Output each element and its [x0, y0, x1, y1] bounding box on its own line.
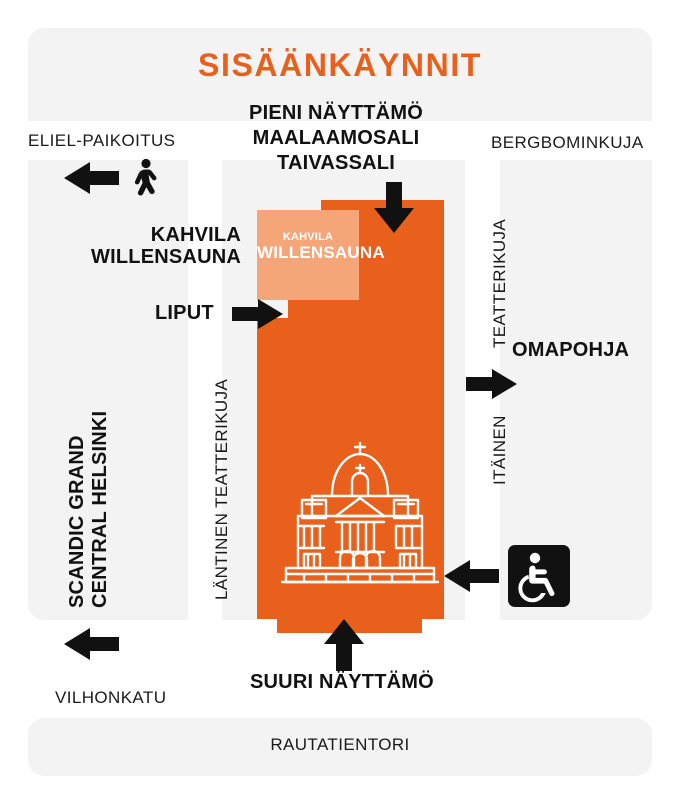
pedestrian-icon [130, 158, 160, 207]
block-top-header [28, 28, 652, 121]
theatre-building-footprint: KAHVILA WILLENSAUNA [222, 200, 444, 650]
arrow-main-stage-entrance [322, 618, 366, 672]
block-northeast [500, 160, 652, 620]
venue-pieni-nayttamo: PIENI NÄYTTÄMÖ [249, 102, 423, 124]
wheelchair-accessible-icon [508, 545, 570, 607]
label-itainen: ITÄINEN [490, 415, 509, 485]
label-teatterikuja-east: TEATTERIKUJA [490, 218, 509, 348]
label-rautatientori: RAUTATIENTORI [270, 735, 410, 754]
cafe-label-line-2: WILLENSAUNA [91, 246, 241, 269]
cafe-inset-line-1: KAHVILA [282, 231, 334, 243]
label-eliel-paikoitus: ELIEL-PAIKOITUS [28, 131, 176, 150]
arrow-small-stage-entrance [372, 182, 416, 234]
label-lantinen-teatterikuja: LÄNTINEN TEATTERIKUJA [212, 378, 231, 600]
arrow-vilhonkatu [64, 626, 120, 662]
venue-taivassali: TAIVASSALI [277, 152, 395, 174]
arrow-omapohja-entrance [466, 368, 518, 400]
label-liput: LIPUT [155, 302, 214, 324]
label-scandic-grand-central-helsinki: SCANDIC GRAND CENTRAL HELSINKI [66, 408, 112, 608]
footprint-south-step-left [257, 595, 293, 619]
label-suuri-nayttamo: SUURI NÄYTTÄMÖ [250, 671, 434, 693]
page-title: SISÄÄNKÄYNNIT [198, 47, 482, 83]
arrow-accessible-entrance [444, 558, 500, 594]
venues-label: PIENI NÄYTTÄMÖ MAALAAMOSALI TAIVASSALI [228, 101, 444, 176]
label-bergbominkuja: BERGBOMINKUJA [491, 133, 644, 152]
national-theatre-building-illustration [280, 440, 440, 600]
cafe-inset-line-2: WILLENSAUNA [257, 242, 385, 262]
cafe-label-line-1: KAHVILA [150, 224, 241, 246]
block-northwest [28, 160, 188, 620]
footprint-south-step-right [408, 595, 444, 619]
label-omapohja: OMAPOHJA [512, 339, 630, 361]
arrow-liput-entrance [232, 298, 284, 330]
hotel-label-line-2: CENTRAL HELSINKI [89, 410, 111, 608]
label-kahvila-willensauna: KAHVILA WILLENSAUNA [66, 224, 241, 269]
arrow-eliel-paikoitus [64, 160, 120, 196]
label-vilhonkatu: VILHONKATU [55, 688, 167, 707]
hotel-label-line-1: SCANDIC GRAND [66, 435, 88, 608]
footprint-main-body [257, 318, 444, 610]
cafe-willensauna-footprint: KAHVILA WILLENSAUNA [257, 210, 385, 300]
cafe-inset-label: KAHVILA WILLENSAUNA [257, 231, 385, 262]
venue-maalaamosali: MAALAAMOSALI [252, 127, 420, 149]
block-south-rautatientori [28, 718, 652, 776]
